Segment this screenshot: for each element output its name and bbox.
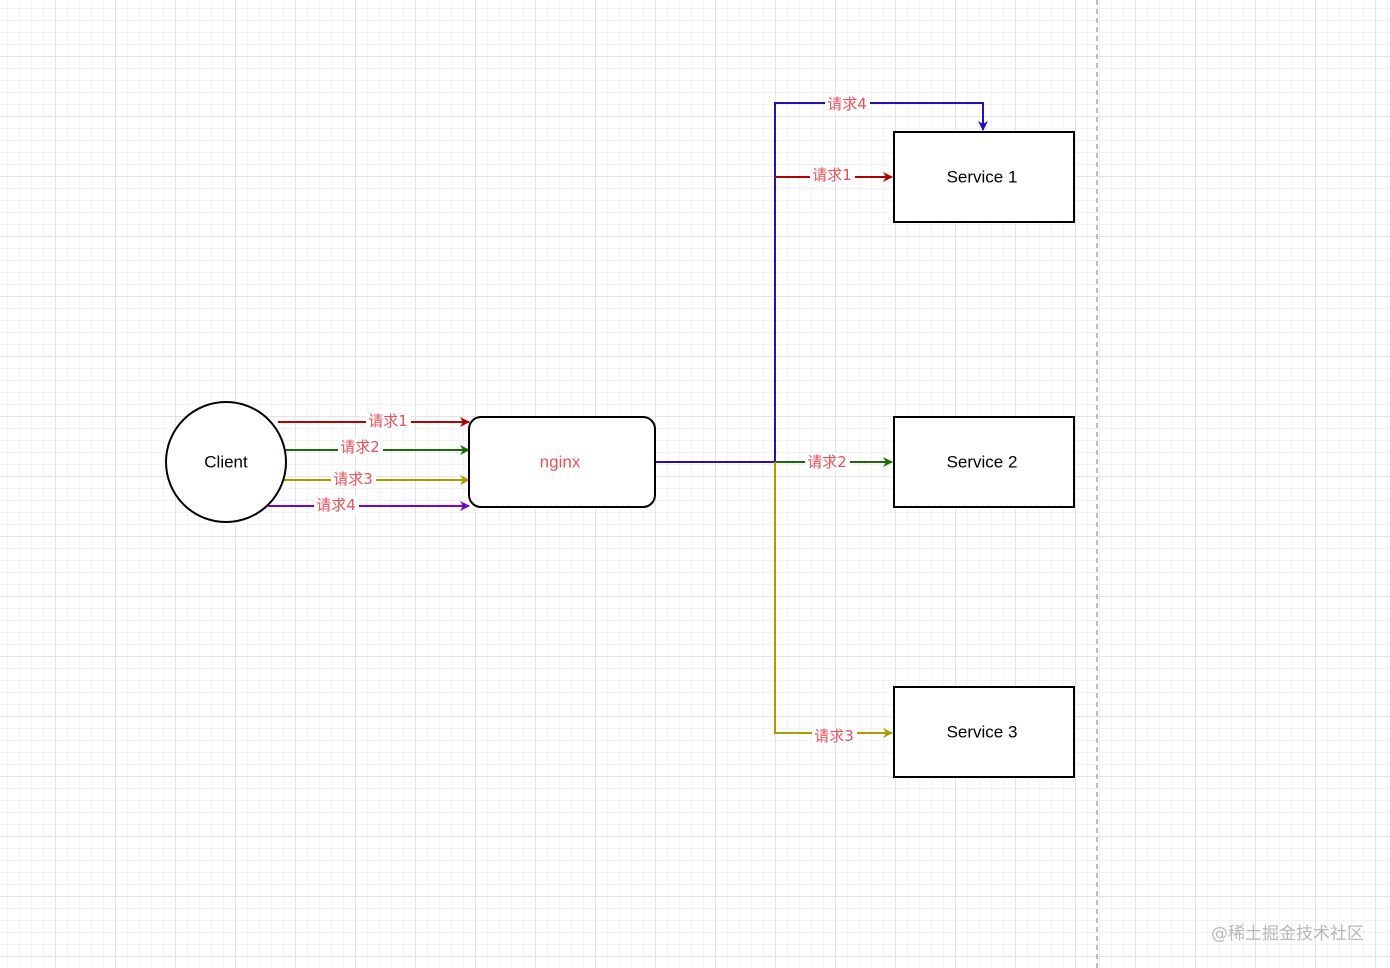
service1-box bbox=[893, 131, 1075, 223]
nginx-label: nginx bbox=[540, 453, 581, 472]
svg-text:请求3: 请求3 bbox=[814, 727, 854, 745]
label-client-req3: 请求3 bbox=[331, 470, 376, 488]
nginx-box bbox=[468, 416, 656, 508]
service3-box bbox=[893, 686, 1075, 778]
label-svc-req2: 请求2 bbox=[805, 453, 850, 471]
watermark-text: @稀土掘金技术社区 bbox=[1211, 924, 1364, 944]
service2-label: Service 2 bbox=[947, 453, 1018, 472]
label-svc-req3: 请求3 bbox=[812, 727, 857, 745]
label-client-req1: 请求1 bbox=[366, 412, 411, 430]
label-svc-req4: 请求4 bbox=[825, 95, 870, 113]
client-label: Client bbox=[204, 453, 248, 472]
label-svc-req1: 请求1 bbox=[810, 166, 855, 184]
edge-svc-req4[interactable] bbox=[774, 102, 988, 462]
label-client-req2: 请求2 bbox=[338, 438, 383, 456]
service2-node[interactable]: Service 2 bbox=[893, 416, 1075, 508]
edge-svc-req3[interactable] bbox=[774, 462, 893, 738]
service2-box bbox=[893, 416, 1075, 508]
svg-text:请求2: 请求2 bbox=[340, 438, 380, 456]
client-circle bbox=[165, 401, 287, 523]
svg-text:请求4: 请求4 bbox=[316, 496, 356, 514]
svg-text:请求4: 请求4 bbox=[827, 95, 867, 113]
service1-node[interactable]: Service 1 bbox=[893, 131, 1075, 223]
svg-text:请求2: 请求2 bbox=[807, 453, 847, 471]
label-client-req4: 请求4 bbox=[314, 496, 359, 514]
service3-node[interactable]: Service 3 bbox=[893, 686, 1075, 778]
service3-label: Service 3 bbox=[947, 723, 1018, 742]
nginx-node[interactable]: nginx bbox=[468, 416, 656, 508]
svg-text:请求1: 请求1 bbox=[812, 166, 852, 184]
svg-text:请求3: 请求3 bbox=[333, 470, 373, 488]
client-node[interactable]: Client bbox=[165, 401, 287, 523]
service1-label: Service 1 bbox=[947, 168, 1018, 187]
svg-text:请求1: 请求1 bbox=[368, 412, 408, 430]
